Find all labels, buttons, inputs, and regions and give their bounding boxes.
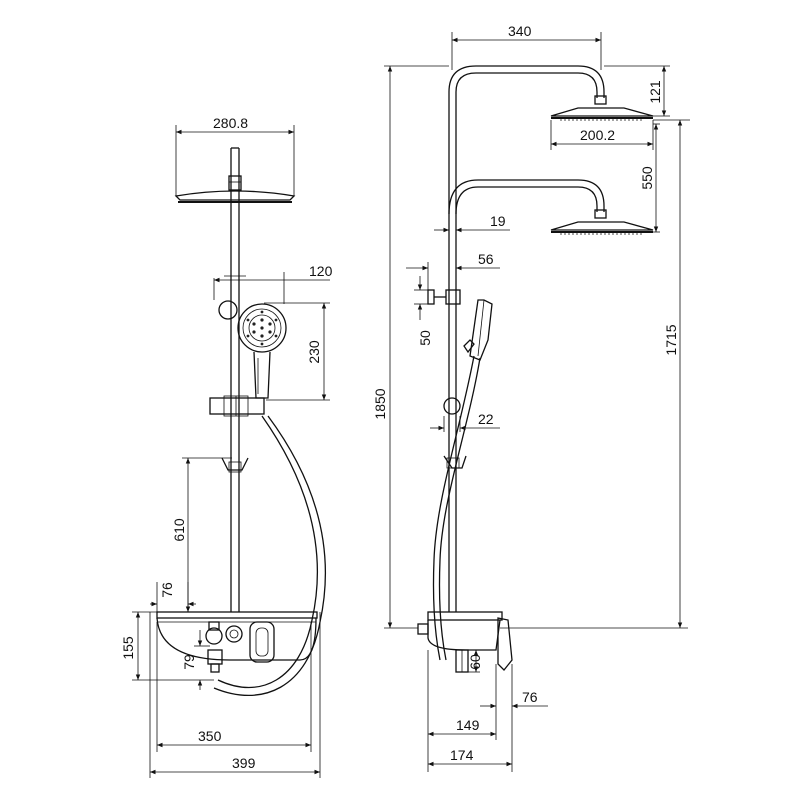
side-lower-arm	[448, 179, 654, 235]
side-view: 340 121 200.2 550 19 56 50 22 1850 1715 …	[372, 23, 690, 772]
front-slide-holder	[209, 395, 265, 417]
front-dim-tray-offset: 76	[159, 582, 175, 598]
front-dim-slide-height: 610	[171, 518, 187, 542]
side-dim-head-spacing: 550	[639, 166, 655, 190]
side-dim-upper-head-diameter: 200.2	[580, 127, 615, 143]
side-dim-pipe-diameter: 19	[490, 213, 506, 229]
front-dim-hand-length: 230	[306, 340, 322, 364]
side-valve-body	[417, 611, 513, 673]
side-dim-spout-height: 60	[467, 654, 483, 670]
side-dim-holder-offset: 56	[478, 251, 494, 267]
side-clamp	[443, 397, 467, 469]
side-upper-head	[550, 107, 654, 121]
front-dim-hand-offset: 120	[309, 263, 333, 279]
side-dim-spout-reach: 76	[522, 689, 538, 705]
front-dim-valve-height: 155	[120, 636, 136, 660]
front-dim-head-diameter: 280.8	[213, 115, 248, 131]
side-hand-holder	[427, 289, 493, 361]
front-dim-outlet-height: 79	[181, 654, 197, 670]
front-dim-total-width: 399	[232, 755, 256, 771]
side-dim-holder-height: 50	[417, 330, 433, 346]
front-hand-shower	[218, 300, 287, 399]
side-dim-total-depth: 174	[450, 747, 474, 763]
side-dim-spout-depth: 149	[456, 717, 480, 733]
side-dim-clamp-offset: 22	[478, 411, 494, 427]
side-riser-pipe	[448, 65, 607, 612]
side-dim-arm-drop: 121	[647, 80, 663, 104]
side-dimension-lines	[384, 32, 690, 772]
front-dimension-lines	[132, 125, 330, 778]
side-dim-rail-height: 1715	[663, 324, 679, 355]
front-hook	[221, 457, 249, 473]
front-head-shower	[174, 175, 296, 203]
front-dim-inner-width: 350	[198, 728, 222, 744]
side-dim-arm-reach: 340	[508, 23, 532, 39]
front-riser-pipe	[224, 147, 246, 612]
front-valve-body	[156, 611, 318, 673]
front-view: 280.8 120 230 610 76 155 79 350 399	[120, 115, 333, 778]
side-dim-total-height: 1850	[372, 388, 388, 419]
side-hose	[432, 355, 481, 661]
